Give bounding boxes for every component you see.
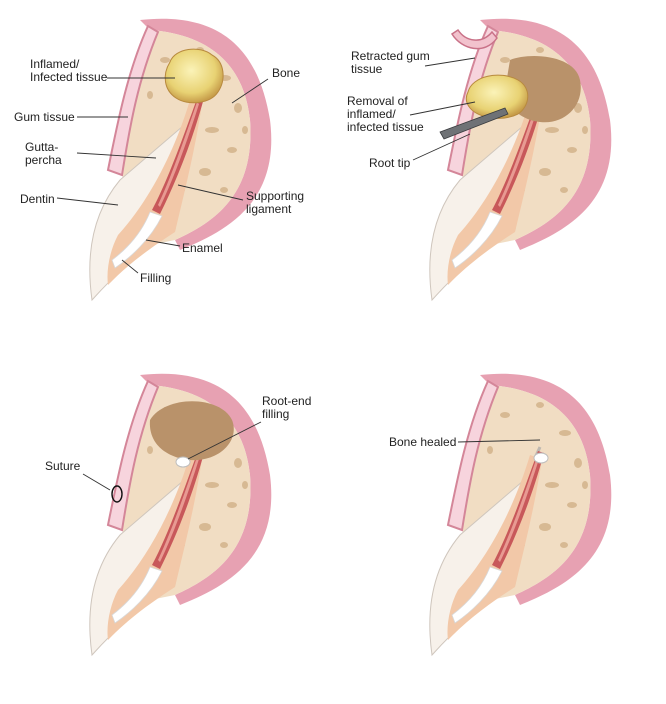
healed-root-end (533, 452, 549, 464)
label-root-tip: Root tip (369, 156, 411, 170)
label-enamel: Enamel (182, 241, 223, 255)
label-gum-tissue: Gum tissue (14, 110, 75, 124)
panel-1: Inflamed/Infected tissue Bone Gum tissue… (14, 17, 304, 302)
label-dentin: Dentin (20, 192, 55, 206)
label-filling: Filling (140, 271, 171, 285)
bone-cavity (149, 401, 234, 461)
label-bone: Bone (272, 66, 300, 80)
label-inflamed-tissue: Inflamed/Infected tissue (30, 57, 108, 84)
surgical-instrument (439, 107, 509, 140)
suture-icon (111, 485, 123, 503)
label-bone-healed: Bone healed (389, 435, 456, 449)
infected-tissue-mass (164, 48, 224, 104)
retracted-gum-flap (450, 28, 498, 50)
panel-4: Bone healed (389, 372, 613, 657)
label-gutta-percha: Gutta-percha (25, 140, 62, 167)
label-suture: Suture (45, 459, 81, 473)
root-end-filling (175, 456, 191, 468)
